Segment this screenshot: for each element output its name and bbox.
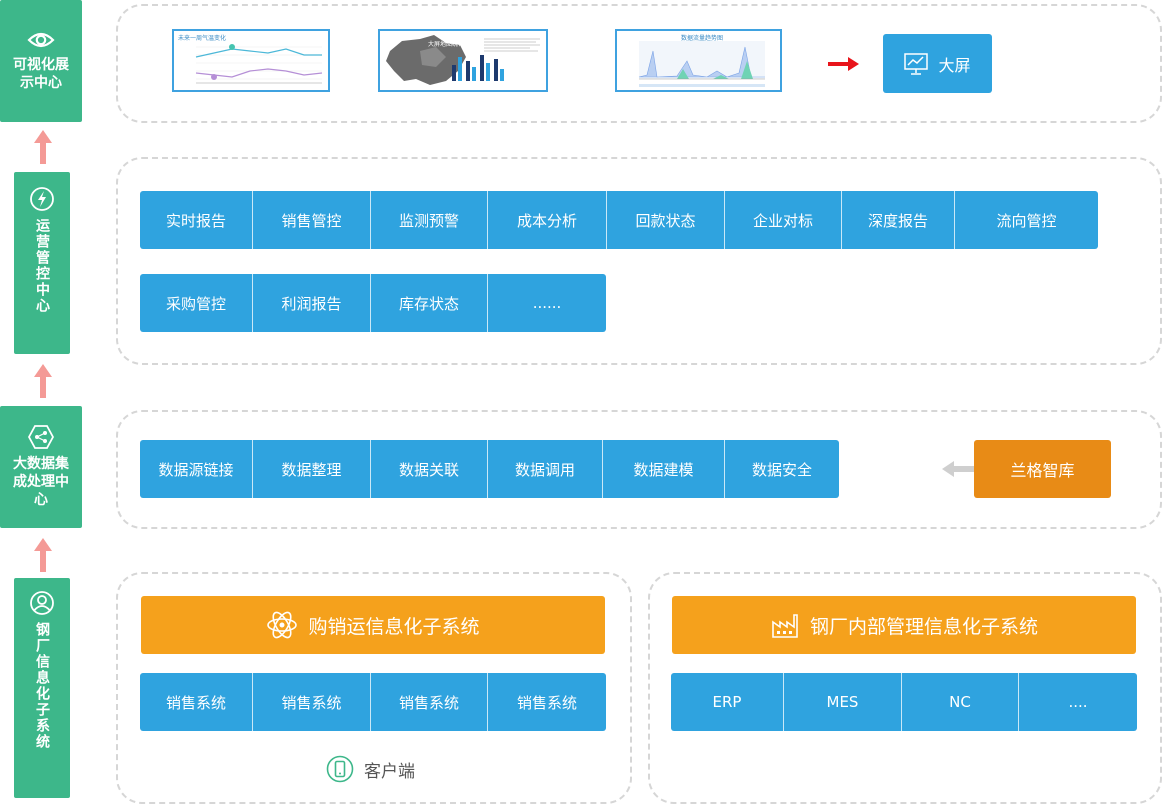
data-source-link[interactable]: 数据源链接 [140, 440, 253, 498]
big-screen-label: 大屏 [938, 55, 971, 75]
big-screen-button[interactable]: 大屏 [883, 34, 992, 93]
data-cleanup[interactable]: 数据整理 [253, 440, 371, 498]
module-profit-report[interactable]: 利润报告 [253, 274, 371, 332]
more-systems[interactable]: .... [1068, 693, 1088, 711]
internal-management-subsystem-bar[interactable]: 钢厂内部管理信息化子系统 [672, 596, 1136, 654]
module-inventory-status[interactable]: 库存状态 [371, 274, 488, 332]
sales-system-3[interactable]: 销售系统 [371, 673, 488, 731]
side-label: 钢厂信息化子系统 [34, 622, 50, 750]
line-chart-thumbnail[interactable]: 未来一周气温变化 [172, 29, 330, 92]
hexagon-network-icon [28, 425, 54, 449]
sales-system-4[interactable]: 销售系统 [516, 693, 577, 712]
eye-icon [27, 32, 55, 48]
module-more[interactable]: ...... [532, 294, 562, 312]
module-sales-control[interactable]: 销售管控 [253, 191, 371, 249]
up-arrow-icon [34, 364, 52, 398]
mobile-phone-icon [326, 755, 354, 783]
module-cost-analysis[interactable]: 成本分析 [488, 191, 607, 249]
mes-system[interactable]: MES [784, 673, 902, 731]
internal-systems-row: ERP MES NC .... [671, 673, 1137, 731]
left-arrow-icon [942, 461, 976, 477]
thumbnail-title: 大屏地图统计 [428, 41, 465, 48]
operations-row-1: 实时报告 销售管控 监测预警 成本分析 回款状态 企业对标 深度报告 流向管控 [140, 191, 1098, 249]
data-invocation[interactable]: 数据调用 [488, 440, 603, 498]
visualization-panel [116, 4, 1162, 123]
up-arrow-icon [34, 538, 52, 572]
thumbnail-title: 数据流量趋势图 [681, 35, 724, 42]
nc-system[interactable]: NC [902, 673, 1019, 731]
module-payment-status[interactable]: 回款状态 [607, 191, 725, 249]
knowledge-base-label: 兰格智库 [1010, 461, 1075, 480]
map-bar-chart-thumbnail[interactable]: 大屏地图统计 [378, 29, 548, 92]
sales-system-2[interactable]: 销售系统 [253, 673, 371, 731]
module-flow-control[interactable]: 流向管控 [996, 211, 1057, 230]
operations-panel [116, 157, 1162, 365]
module-realtime-report[interactable]: 实时报告 [140, 191, 253, 249]
sales-system-1[interactable]: 销售系统 [140, 673, 253, 731]
user-circle-icon [30, 591, 54, 615]
lightning-circle-icon [30, 187, 54, 211]
factory-icon [772, 614, 798, 638]
right-arrow-icon [828, 57, 859, 71]
up-arrow-icon [34, 130, 52, 164]
purchase-sales-systems-row: 销售系统 销售系统 销售系统 销售系统 [140, 673, 606, 731]
module-monitoring-alert[interactable]: 监测预警 [371, 191, 488, 249]
data-security[interactable]: 数据安全 [751, 460, 812, 479]
side-label: 运营管控中心 [34, 218, 50, 314]
atom-icon [267, 611, 298, 639]
thumbnail-title: 未来一周气温变化 [178, 35, 227, 42]
side-label: 可视化展示中心 [13, 57, 69, 91]
side-steel-subsystem: 钢厂信息化子系统 [14, 578, 70, 798]
data-modeling[interactable]: 数据建模 [603, 440, 725, 498]
side-label: 大数据集成处理中心 [13, 456, 69, 508]
client-label: 客户端 [364, 761, 415, 782]
side-bigdata-center: 大数据集成处理中心 [0, 406, 82, 528]
module-purchase-control[interactable]: 采购管控 [140, 274, 253, 332]
bigdata-row: 数据源链接 数据整理 数据关联 数据调用 数据建模 数据安全 [140, 440, 839, 498]
operations-row-2: 采购管控 利润报告 库存状态 ...... [140, 274, 606, 332]
purchase-sales-panel [116, 572, 632, 804]
client-app[interactable]: 客户端 [326, 755, 415, 783]
side-visualization-center: 可视化展示中心 [0, 0, 82, 122]
area-chart-thumbnail[interactable]: 数据流量趋势图 [615, 29, 782, 92]
bigdata-panel [116, 410, 1162, 529]
side-operations-center: 运营管控中心 [14, 172, 70, 354]
module-benchmarking[interactable]: 企业对标 [725, 191, 842, 249]
module-depth-report[interactable]: 深度报告 [842, 191, 955, 249]
purchase-sales-subsystem-title: 购销运信息化子系统 [308, 615, 480, 638]
internal-management-panel [648, 572, 1162, 804]
purchase-sales-subsystem-bar[interactable]: 购销运信息化子系统 [141, 596, 605, 654]
knowledge-base-button[interactable]: 兰格智库 [974, 440, 1111, 498]
erp-system[interactable]: ERP [671, 673, 784, 731]
monitor-chart-icon [904, 52, 929, 75]
data-association[interactable]: 数据关联 [371, 440, 488, 498]
internal-management-subsystem-title: 钢厂内部管理信息化子系统 [809, 615, 1038, 638]
